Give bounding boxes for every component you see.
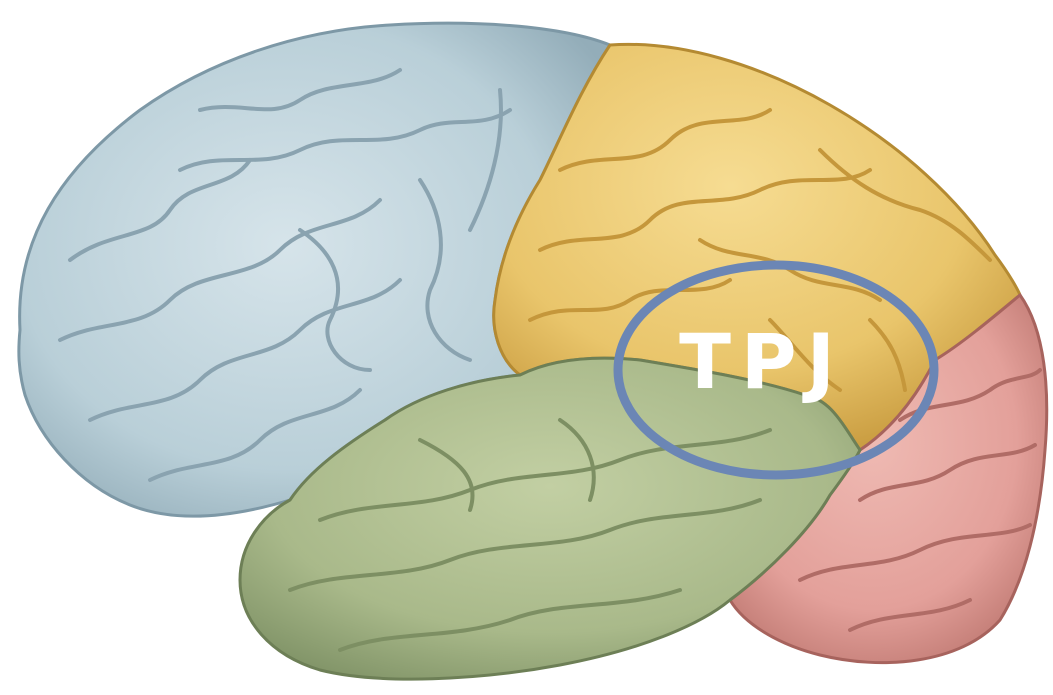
tpj-label: TPJ [679, 317, 845, 406]
